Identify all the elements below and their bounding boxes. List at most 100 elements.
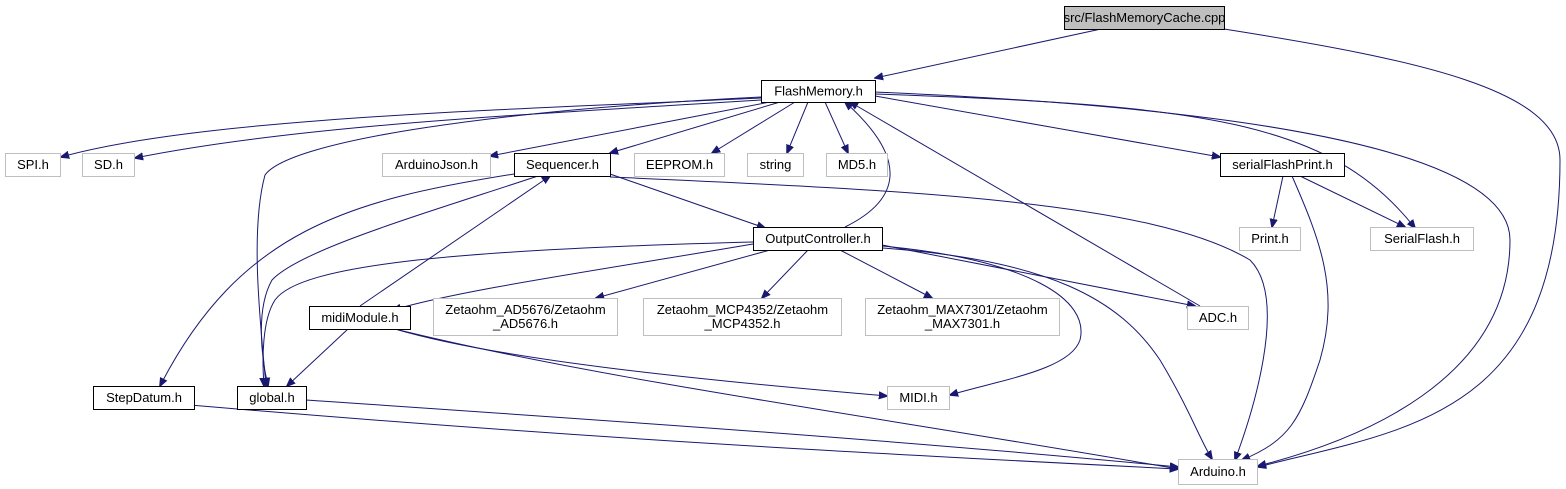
edge-sequencer-to-arduino — [609, 176, 1268, 460]
node-md5[interactable]: MD5.h — [826, 153, 888, 177]
node-label: Print.h — [1251, 231, 1289, 246]
node-midi[interactable]: MIDI.h — [887, 386, 950, 410]
node-box — [1239, 227, 1301, 251]
node-box — [1178, 459, 1258, 485]
node-mcp4352[interactable]: Zetaohm_MCP4352/Zetaohm_MCP4352.h — [643, 298, 842, 336]
node-label: Arduino.h — [1190, 464, 1246, 479]
edge-outputcontroller-to-flashmemory — [845, 102, 891, 228]
node-label: serialFlashPrint.h — [1232, 157, 1332, 172]
node-label: midiModule.h — [321, 310, 398, 325]
edge-sequencer-to-outputcontroller — [609, 173, 765, 228]
node-label: StepDatum.h — [106, 390, 182, 405]
edge-root-to-arduino — [1223, 28, 1561, 467]
node-label: EEPROM.h — [646, 157, 713, 172]
node-arduino[interactable]: Arduino.h — [1178, 459, 1258, 485]
node-stepdatum[interactable]: StepDatum.h — [93, 386, 195, 410]
node-adc[interactable]: ADC.h — [1187, 306, 1249, 330]
node-box — [865, 298, 1060, 336]
edge-flashmemory-to-global — [256, 96, 762, 386]
nodes-layer: src/FlashMemoryCache.cppFlashMemory.hSPI… — [5, 6, 1474, 485]
node-label: _MAX7301.h — [924, 316, 1000, 331]
node-box — [634, 153, 725, 177]
node-box — [514, 153, 611, 177]
edge-flashmemory-to-sequencer — [610, 101, 781, 153]
node-label: global.h — [249, 390, 295, 405]
edge-outputcontroller-to-midi — [881, 245, 1082, 395]
node-label: MIDI.h — [899, 390, 937, 405]
node-eeprom[interactable]: EEPROM.h — [634, 153, 725, 177]
edge-root-to-flashmemory — [875, 28, 1102, 78]
node-box — [82, 153, 135, 177]
node-max7301[interactable]: Zetaohm_MAX7301/Zetaohm_MAX7301.h — [865, 298, 1060, 336]
edge-midimodule-to-sequencer — [359, 176, 550, 307]
node-box — [433, 298, 618, 336]
node-label: FlashMemory.h — [774, 84, 863, 99]
edge-midimodule-to-midi — [394, 328, 887, 396]
node-outputcontroller[interactable]: OutputController.h — [753, 227, 883, 251]
node-label: _MCP4352.h — [704, 316, 781, 331]
edge-outputcontroller-to-adc — [881, 244, 1195, 306]
node-arduinojson[interactable]: ArduinoJson.h — [382, 153, 491, 177]
node-ad5676[interactable]: Zetaohm_AD5676/Zetaohm_AD5676.h — [433, 298, 618, 336]
node-label: MD5.h — [838, 157, 876, 172]
node-flashmemory[interactable]: FlashMemory.h — [761, 80, 876, 103]
edge-outputcontroller-to-mcp4352 — [762, 249, 809, 298]
node-box — [237, 386, 307, 410]
node-box — [1370, 227, 1474, 251]
node-box — [761, 80, 876, 103]
node-box — [309, 306, 411, 330]
node-midimodule[interactable]: midiModule.h — [309, 306, 411, 330]
node-box — [93, 386, 195, 410]
node-label: src/FlashMemoryCache.cpp — [1064, 10, 1226, 25]
node-label: Zetaohm_AD5676/Zetaohm — [445, 302, 605, 317]
node-label: SD.h — [94, 157, 123, 172]
node-label: Sequencer.h — [526, 157, 599, 172]
edge-outputcontroller-to-midimodule — [393, 243, 754, 310]
node-string[interactable]: string — [747, 153, 804, 177]
edge-sequencer-to-stepdatum — [160, 173, 515, 386]
node-label: Zetaohm_MAX7301/Zetaohm — [877, 302, 1048, 317]
node-sd[interactable]: SD.h — [82, 153, 135, 177]
node-label: SPI.h — [17, 157, 49, 172]
edge-flashmemory-to-eeprom — [712, 101, 796, 153]
edge-stepdatum-to-arduino — [189, 404, 1178, 469]
node-label: ArduinoJson.h — [395, 157, 478, 172]
node-box — [887, 386, 950, 410]
node-serialflash[interactable]: SerialFlash.h — [1370, 227, 1474, 251]
edge-outputcontroller-to-global — [263, 241, 754, 386]
edge-midimodule-to-arduino — [394, 328, 1178, 469]
edge-global-to-arduino — [305, 399, 1178, 467]
node-box — [5, 153, 61, 177]
edge-adc-to-flashmemory — [850, 102, 1201, 307]
edge-serialflashprint-to-print — [1272, 175, 1284, 227]
edge-outputcontroller-to-max7301 — [839, 249, 932, 298]
edge-flashmemory-to-md5 — [824, 101, 848, 153]
edge-flashmemory-to-arduinojson — [490, 101, 771, 156]
node-sequencer[interactable]: Sequencer.h — [514, 153, 611, 177]
node-box — [382, 153, 491, 177]
node-label: string — [760, 157, 792, 172]
edge-flashmemory-to-sd — [135, 99, 762, 158]
edge-flashmemory-to-spi — [61, 97, 762, 157]
node-box — [826, 153, 888, 177]
node-label: OutputController.h — [765, 231, 871, 246]
edge-flashmemory-to-serialflash — [874, 93, 1415, 228]
node-root[interactable]: src/FlashMemoryCache.cpp — [1064, 6, 1226, 30]
edges-layer — [61, 28, 1561, 469]
edge-serialflashprint-to-serialflash — [1299, 175, 1405, 227]
edge-sequencer-to-global — [260, 175, 539, 386]
node-spi[interactable]: SPI.h — [5, 153, 61, 177]
edge-midimodule-to-global — [287, 328, 349, 386]
node-serialflashprint[interactable]: serialFlashPrint.h — [1220, 153, 1345, 177]
node-global[interactable]: global.h — [237, 386, 307, 410]
node-label: Zetaohm_MCP4352/Zetaohm — [657, 302, 828, 317]
node-print[interactable]: Print.h — [1239, 227, 1301, 251]
node-box — [1064, 6, 1225, 30]
edge-flashmemory-to-string — [787, 101, 809, 153]
edge-flashmemory-to-serialflashprint — [874, 95, 1220, 157]
node-box — [753, 227, 883, 251]
edge-serialflashprint-to-arduino — [1242, 175, 1329, 460]
edge-outputcontroller-to-arduino — [881, 247, 1212, 459]
node-box — [1187, 306, 1249, 330]
